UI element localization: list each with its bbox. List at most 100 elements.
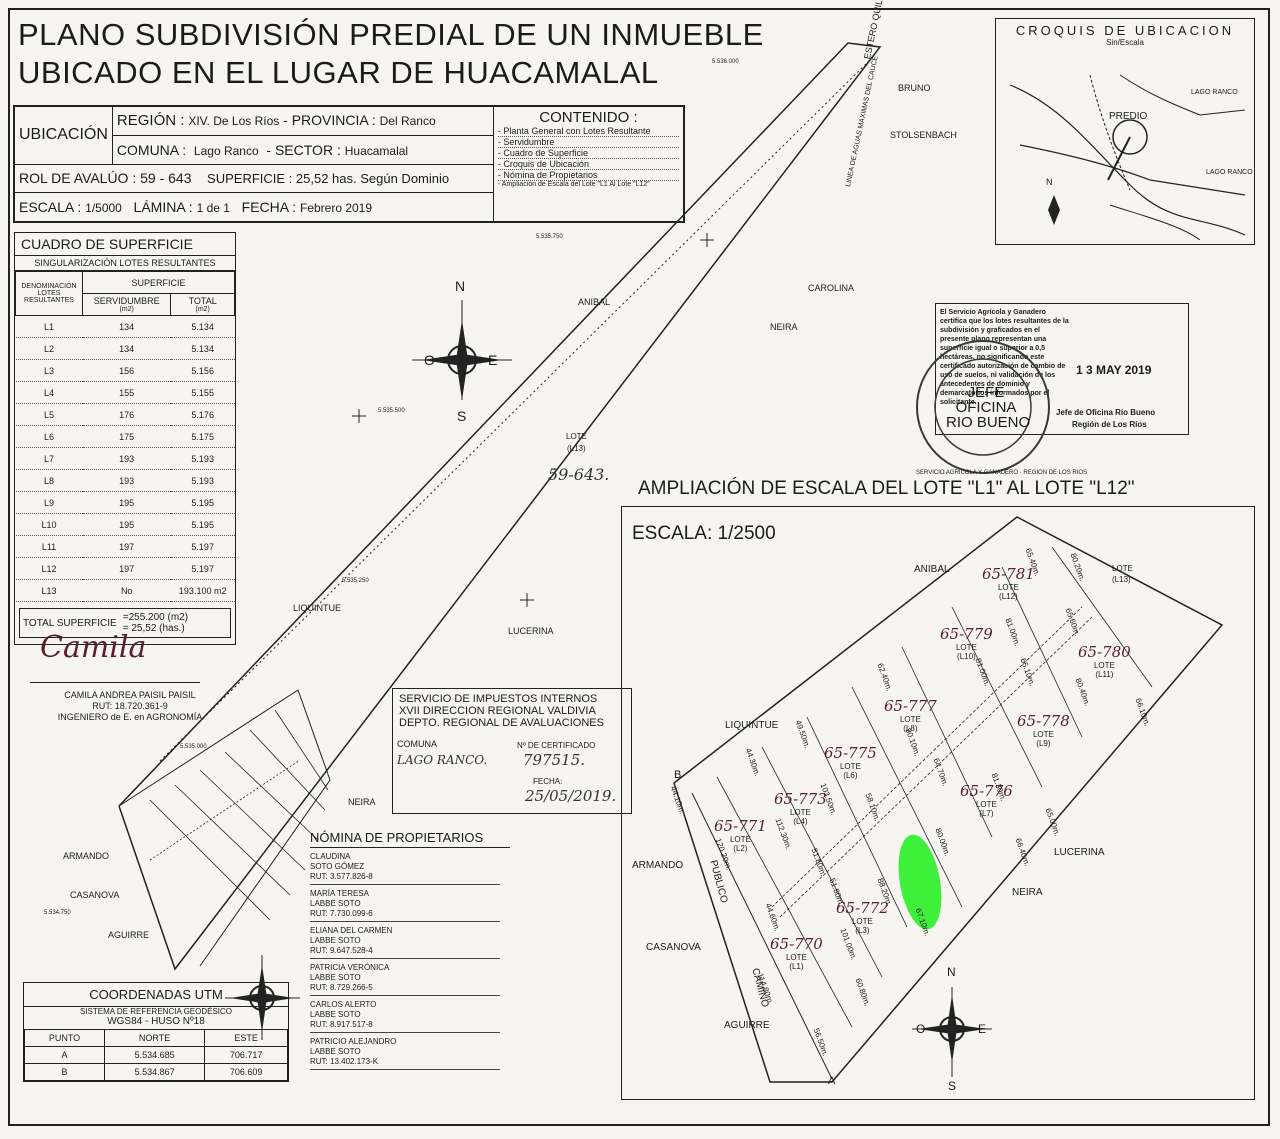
contenido-2: - Servidumbre	[497, 137, 679, 148]
row-servidumbre: 195	[82, 513, 171, 536]
row-total: 5.134	[170, 315, 235, 338]
amp-casanova: CASANOVA	[646, 942, 701, 953]
row-servidumbre: 193	[82, 469, 171, 492]
row-lote: L7	[15, 447, 83, 470]
lot-rol: 65-780	[1078, 643, 1131, 661]
seal-center: JEFE OFICINA RIO BUENO	[946, 385, 1030, 430]
row-servidumbre: 197	[82, 535, 171, 558]
engineer-name: CAMILA ANDREA PAISIL PAISIL	[64, 690, 196, 700]
croquis-lago: LAGO RANCO	[1191, 89, 1238, 96]
escala-label: ESCALA :	[19, 199, 82, 216]
owner-n2: LABBE SOTO	[310, 899, 361, 908]
row-total: 5.134	[170, 337, 235, 360]
contenido-3: - Cuadro de Superficie	[497, 148, 679, 159]
amp-point-b: B	[674, 769, 682, 781]
amp-liquintue: LIQUINTUE	[725, 720, 779, 731]
lot-id: (L4)	[793, 817, 808, 826]
utm-este: 706.717	[204, 1046, 288, 1064]
lot-rol: 65-777	[884, 697, 937, 715]
utm-h-este: ESTE	[204, 1029, 288, 1047]
contenido-title: CONTENIDO :	[539, 109, 638, 126]
total-label: TOTAL SUPERFICIE	[23, 617, 117, 629]
croquis-predio: PREDIO	[1109, 111, 1148, 122]
row-lote: L9	[15, 491, 83, 514]
lot-label: LOTE	[1093, 661, 1115, 670]
owner-rut: RUT: 13.402.173-K	[310, 1057, 379, 1066]
amp-north: N	[947, 965, 956, 979]
sag-seal	[916, 340, 1050, 474]
plan-neira: NEIRA	[770, 322, 798, 332]
row-total: 5.197	[170, 557, 235, 580]
sii-line-3: DEPTO. REGIONAL DE AVALUACIONES	[399, 717, 604, 729]
amp-armando: ARMANDO	[632, 860, 684, 871]
row-total: 5.195	[170, 491, 235, 514]
plan-neira-2: NEIRA	[348, 797, 376, 807]
croquis-scale: Sin/Escala	[1106, 38, 1144, 47]
contenido-4: - Croquis de Ubicación	[497, 159, 679, 170]
sii-fecha-label: FECHA:	[533, 777, 563, 786]
ampliacion-title: AMPLIACIÓN DE ESCALA DEL LOTE "L1" AL LO…	[638, 478, 1135, 499]
coord-6: 5.534.750	[44, 910, 71, 916]
region-value: XIV. De Los Ríos	[188, 114, 280, 129]
sector-value: Huacamalal	[344, 143, 409, 158]
fecha-value: Febrero 2019	[299, 201, 373, 216]
row-lote: L11	[15, 535, 83, 558]
unit-serv: (m2)	[119, 306, 134, 313]
sag-certificate: El Servicio Agrícola y Ganadero certific…	[935, 303, 1189, 435]
sii-comuna-label: COMUNA	[397, 739, 437, 749]
plan-lote: LOTE	[566, 432, 587, 441]
comuna-label: COMUNA :	[116, 141, 187, 158]
plan-east: E	[488, 352, 498, 368]
lot-id: (L1)	[789, 962, 804, 971]
sag-text: El Servicio Agrícola y Ganadero certific…	[940, 309, 1069, 406]
lot-id: (L9)	[1036, 739, 1051, 748]
owner-rut: RUT: 3.577.826-8	[310, 872, 373, 881]
lot-rol: 65-776	[960, 782, 1013, 800]
lot-label: LOTE	[997, 583, 1019, 592]
engineer-rut: RUT: 18.720.361-9	[92, 701, 168, 711]
plan-rol-hand: 59-643.	[548, 465, 610, 484]
plan-south: S	[457, 408, 467, 424]
lot-id: (L10)	[957, 652, 976, 661]
sii-cert-value: 797515.	[523, 751, 586, 769]
lot-rol: 65-775	[824, 744, 877, 762]
row-servidumbre: 156	[82, 359, 171, 382]
row-total: 5.176	[170, 403, 235, 426]
sheet-frame	[8, 8, 1270, 1126]
plan-lucerina: LUCERINA	[508, 626, 554, 636]
row-total: 5.197	[170, 535, 235, 558]
owner-n1: CLAUDINA	[310, 852, 351, 861]
plan-title: PLANO SUBDIVISIÓN PREDIAL DE UN INMUEBLE…	[18, 16, 764, 92]
coordenadas-utm: COORDENADAS UTM SISTEMA DE REFERENCIA GE…	[23, 982, 289, 1082]
coord-4: 5.535.250	[342, 578, 369, 584]
row-total: 5.193	[170, 447, 235, 470]
row-lote: L5	[15, 403, 83, 426]
contenido-1: - Planta General con Lotes Resultante	[497, 126, 679, 137]
provincia-value: Del Ranco	[379, 114, 436, 129]
ampliacion-drawing	[673, 516, 1224, 1083]
lot-label: LOTE	[975, 800, 997, 809]
row-lote: L3	[15, 359, 83, 382]
lot-rol: 65-778	[1017, 712, 1070, 730]
lot-id: (L2)	[733, 844, 748, 853]
lot-rol: 65-771	[714, 817, 767, 835]
amp-anibal: ANIBAL	[914, 564, 950, 575]
